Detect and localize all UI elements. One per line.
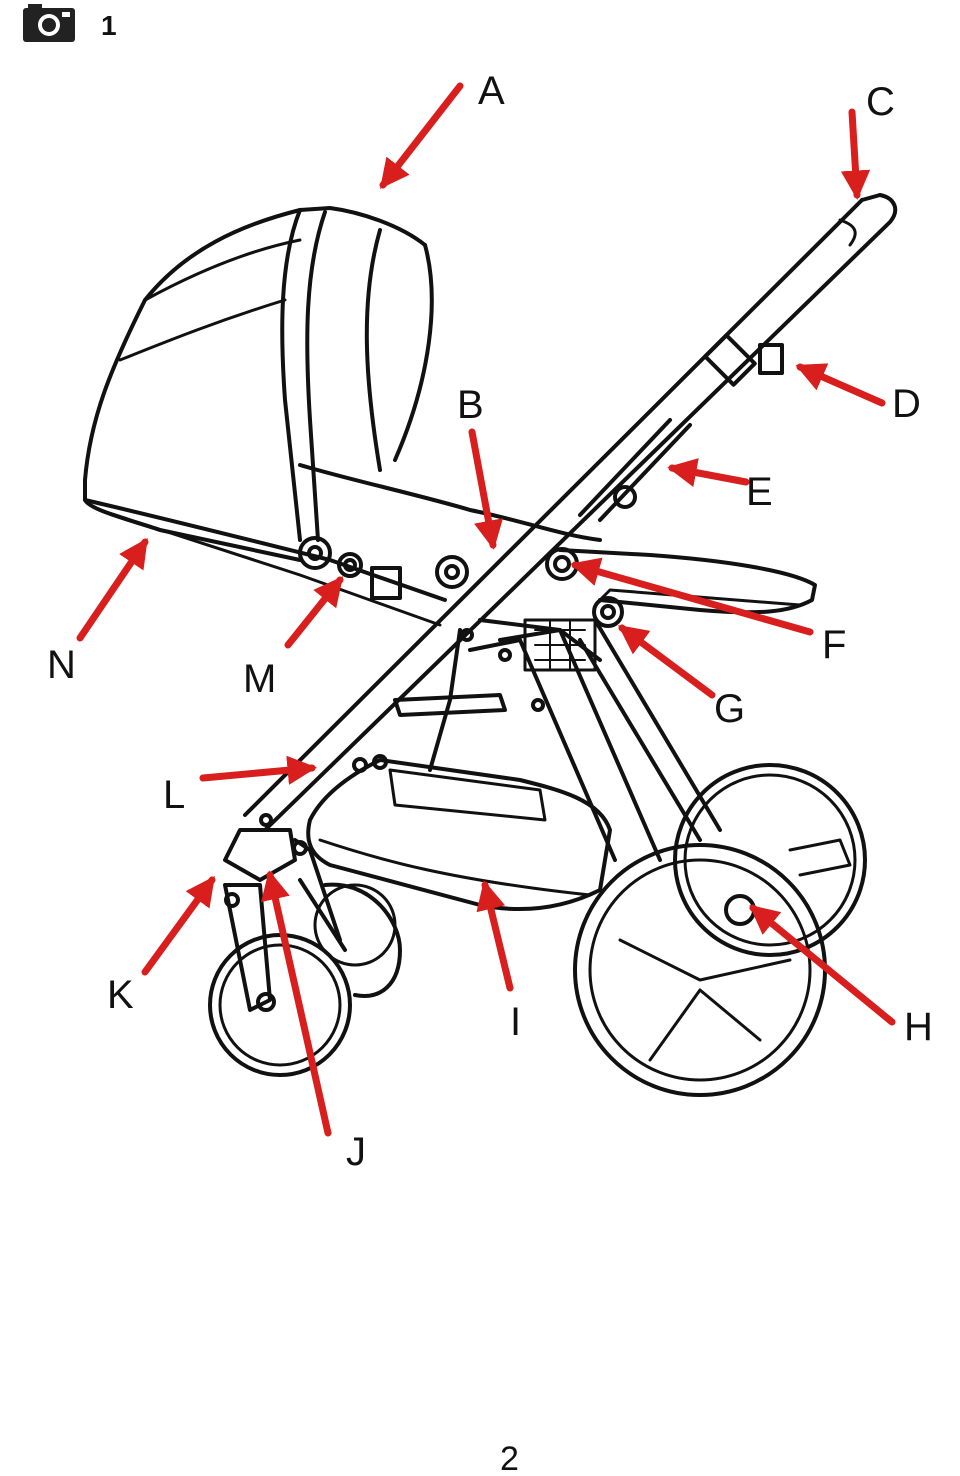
- label-m: M: [243, 657, 276, 701]
- label-d: D: [892, 382, 921, 426]
- camera-icon: [23, 4, 75, 42]
- arrow-c: [840, 108, 871, 200]
- pointer-arrows: [76, 82, 896, 1137]
- label-e: E: [746, 470, 773, 514]
- step-number: 1: [101, 10, 117, 41]
- label-a: A: [478, 69, 505, 113]
- arrow-h: [749, 904, 896, 1026]
- label-i: I: [510, 1000, 521, 1044]
- page-number: 2: [500, 1440, 519, 1476]
- arrow-e: [667, 458, 750, 487]
- arrow-a: [379, 82, 464, 189]
- arrow-g: [618, 624, 716, 699]
- arrow-l: [199, 755, 317, 785]
- stroller-drawing: [83, 193, 898, 1097]
- label-n: N: [47, 643, 76, 687]
- arrow-j: [261, 870, 332, 1137]
- label-b: B: [457, 383, 484, 427]
- arrow-k: [141, 876, 216, 976]
- arrow-b: [468, 428, 503, 550]
- label-j: J: [346, 1130, 366, 1174]
- arrow-m: [284, 576, 344, 649]
- label-f: F: [822, 623, 846, 667]
- label-l: L: [163, 773, 185, 817]
- label-h: H: [904, 1005, 933, 1049]
- arrow-n: [76, 537, 149, 642]
- part-labels: A B C D E F G H I J K L M N: [47, 69, 933, 1174]
- label-c: C: [866, 80, 895, 124]
- label-g: G: [714, 687, 745, 731]
- label-k: K: [107, 973, 134, 1017]
- arrow-d: [795, 363, 886, 407]
- arrow-f: [570, 557, 814, 636]
- arrow-i: [476, 880, 514, 992]
